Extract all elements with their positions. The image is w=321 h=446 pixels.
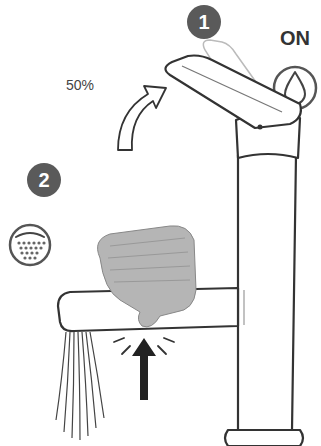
callout-number: 1 <box>187 5 221 39</box>
lever <box>165 56 300 129</box>
callout-text: 1 <box>198 11 209 34</box>
spray-icon <box>10 225 50 265</box>
faucet-body <box>58 113 303 446</box>
press-arrow <box>132 338 156 400</box>
water-spray <box>56 332 104 440</box>
turn-arrow <box>118 86 166 150</box>
hand <box>98 226 196 327</box>
label-text: 50% <box>66 77 94 93</box>
callout-text: 2 <box>38 169 49 192</box>
label-text: ON <box>280 27 310 50</box>
callout-number: 2 <box>27 163 61 197</box>
spray-dots <box>17 241 45 259</box>
